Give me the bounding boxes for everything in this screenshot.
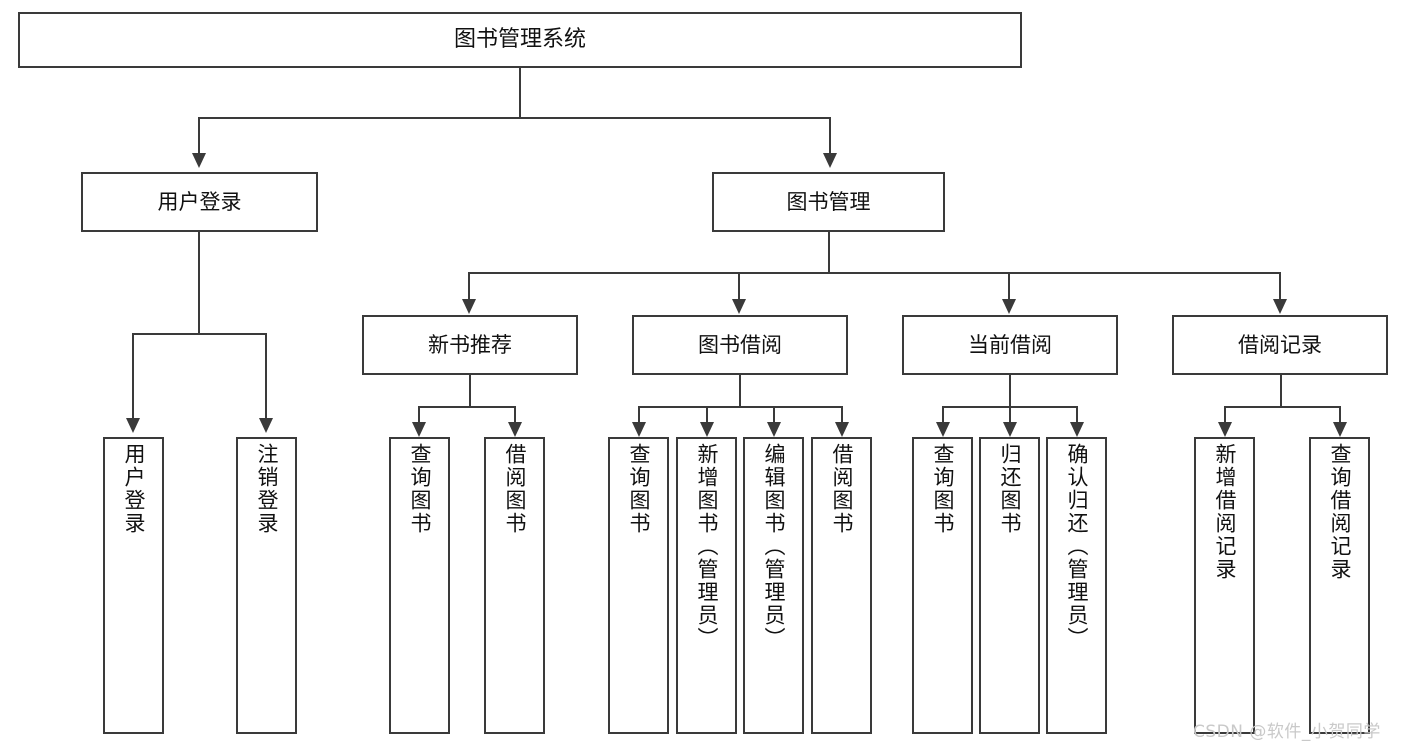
arrowhead-query-book-1 bbox=[412, 422, 426, 437]
arrowhead-leaf-user-login bbox=[126, 418, 140, 433]
connector-drop-borrow-record bbox=[1279, 272, 1281, 300]
node-label: 用户登录 bbox=[157, 189, 242, 214]
node-label: 图书管理系统 bbox=[453, 27, 586, 53]
leaf-borrow-book-1[interactable]: 借阅图书 bbox=[484, 437, 545, 734]
leaf-edit-book-admin[interactable]: 编辑图书（管理员） bbox=[743, 437, 804, 734]
node-label: 用户登录 bbox=[122, 443, 146, 535]
connector-drop-add-borrow-record bbox=[1224, 406, 1226, 423]
connector-borrow-record-rail bbox=[1224, 406, 1341, 408]
arrowhead-add-borrow-record bbox=[1218, 422, 1232, 437]
connector-drop-query-book-3 bbox=[942, 406, 944, 423]
connector-drop-leaf-logout-login bbox=[265, 333, 267, 419]
arrowhead-query-book-3 bbox=[936, 422, 950, 437]
arrowhead-new-book-recommend bbox=[462, 299, 476, 314]
node-book-manage[interactable]: 图书管理 bbox=[712, 172, 945, 232]
leaf-user-login[interactable]: 用户登录 bbox=[103, 437, 164, 734]
node-user-login[interactable]: 用户登录 bbox=[81, 172, 318, 232]
connector-current-borrow-stem bbox=[1009, 375, 1011, 407]
node-label: 新增借阅记录 bbox=[1213, 443, 1237, 581]
arrowhead-book-borrow bbox=[732, 299, 746, 314]
connector-user-login-rail bbox=[132, 333, 266, 335]
arrowhead-borrow-record bbox=[1273, 299, 1287, 314]
leaf-add-borrow-record[interactable]: 新增借阅记录 bbox=[1194, 437, 1255, 734]
arrowhead-book-manage bbox=[823, 153, 837, 168]
leaf-add-book-admin[interactable]: 新增图书（管理员） bbox=[676, 437, 737, 734]
connector-drop-confirm-return-admin bbox=[1076, 406, 1078, 423]
connector-level2-rail bbox=[198, 117, 831, 119]
leaf-query-book-3[interactable]: 查询图书 bbox=[912, 437, 973, 734]
arrowhead-borrow-book-1 bbox=[508, 422, 522, 437]
arrowhead-query-borrow-record bbox=[1333, 422, 1347, 437]
node-label: 编辑图书（管理员） bbox=[762, 443, 786, 650]
connector-drop-new-book-recommend bbox=[468, 272, 470, 300]
connector-drop-edit-book-admin bbox=[773, 406, 775, 423]
connector-drop-query-book-1 bbox=[418, 406, 420, 423]
node-new-book-recommend[interactable]: 新书推荐 bbox=[362, 315, 578, 375]
leaf-logout-login[interactable]: 注销登录 bbox=[236, 437, 297, 734]
connector-drop-leaf-user-login bbox=[132, 333, 134, 419]
node-label: 新书推荐 bbox=[428, 332, 512, 357]
leaf-query-book-2[interactable]: 查询图书 bbox=[608, 437, 669, 734]
connector-new-book-recommend-rail bbox=[418, 406, 516, 408]
leaf-return-book[interactable]: 归还图书 bbox=[979, 437, 1040, 734]
arrowhead-leaf-logout-login bbox=[259, 418, 273, 433]
arrowhead-edit-book-admin bbox=[767, 422, 781, 437]
node-label: 当前借阅 bbox=[968, 332, 1052, 357]
arrowhead-return-book bbox=[1003, 422, 1017, 437]
connector-book-borrow-rail bbox=[638, 406, 842, 408]
node-label: 新增图书（管理员） bbox=[695, 443, 719, 650]
node-label: 查询图书 bbox=[408, 443, 432, 535]
connector-drop-add-book-admin bbox=[706, 406, 708, 423]
arrowhead-user-login bbox=[192, 153, 206, 168]
node-current-borrow[interactable]: 当前借阅 bbox=[902, 315, 1118, 375]
connector-drop-book-borrow bbox=[738, 272, 740, 300]
connector-borrow-record-stem bbox=[1280, 375, 1282, 407]
arrowhead-add-book-admin bbox=[700, 422, 714, 437]
arrowhead-confirm-return-admin bbox=[1070, 422, 1084, 437]
connector-drop-return-book bbox=[1009, 406, 1011, 423]
node-label: 查询图书 bbox=[627, 443, 651, 535]
connector-new-book-recommend-stem bbox=[469, 375, 471, 407]
connector-drop-current-borrow bbox=[1008, 272, 1010, 300]
connector-book-manage-stem bbox=[828, 232, 830, 273]
node-label: 借阅图书 bbox=[503, 443, 527, 535]
node-root-system[interactable]: 图书管理系统 bbox=[18, 12, 1022, 68]
node-label: 查询借阅记录 bbox=[1328, 443, 1352, 581]
node-label: 图书管理 bbox=[786, 189, 871, 214]
node-label: 确认归还（管理员） bbox=[1065, 443, 1089, 650]
node-label: 注销登录 bbox=[255, 443, 279, 535]
node-label: 借阅图书 bbox=[830, 443, 854, 535]
connector-drop-user-login bbox=[198, 117, 200, 154]
connector-drop-borrow-book-2 bbox=[841, 406, 843, 423]
arrowhead-current-borrow bbox=[1002, 299, 1016, 314]
connector-drop-borrow-book-1 bbox=[514, 406, 516, 423]
node-label: 图书借阅 bbox=[698, 332, 782, 357]
node-label: 归还图书 bbox=[998, 443, 1022, 535]
arrowhead-query-book-2 bbox=[632, 422, 646, 437]
connector-drop-book-manage bbox=[829, 117, 831, 154]
node-book-borrow[interactable]: 图书借阅 bbox=[632, 315, 848, 375]
connector-root-stem bbox=[519, 68, 521, 118]
connector-level3-rail bbox=[468, 272, 1281, 274]
node-label: 借阅记录 bbox=[1238, 332, 1322, 357]
node-label: 查询图书 bbox=[931, 443, 955, 535]
leaf-confirm-return-admin[interactable]: 确认归还（管理员） bbox=[1046, 437, 1107, 734]
connector-user-login-stem bbox=[198, 232, 200, 334]
connector-drop-query-borrow-record bbox=[1339, 406, 1341, 423]
leaf-query-book-1[interactable]: 查询图书 bbox=[389, 437, 450, 734]
leaf-query-borrow-record[interactable]: 查询借阅记录 bbox=[1309, 437, 1370, 734]
leaf-borrow-book-2[interactable]: 借阅图书 bbox=[811, 437, 872, 734]
connector-book-borrow-stem bbox=[739, 375, 741, 407]
connector-drop-query-book-2 bbox=[638, 406, 640, 423]
arrowhead-borrow-book-2 bbox=[835, 422, 849, 437]
node-borrow-record[interactable]: 借阅记录 bbox=[1172, 315, 1388, 375]
